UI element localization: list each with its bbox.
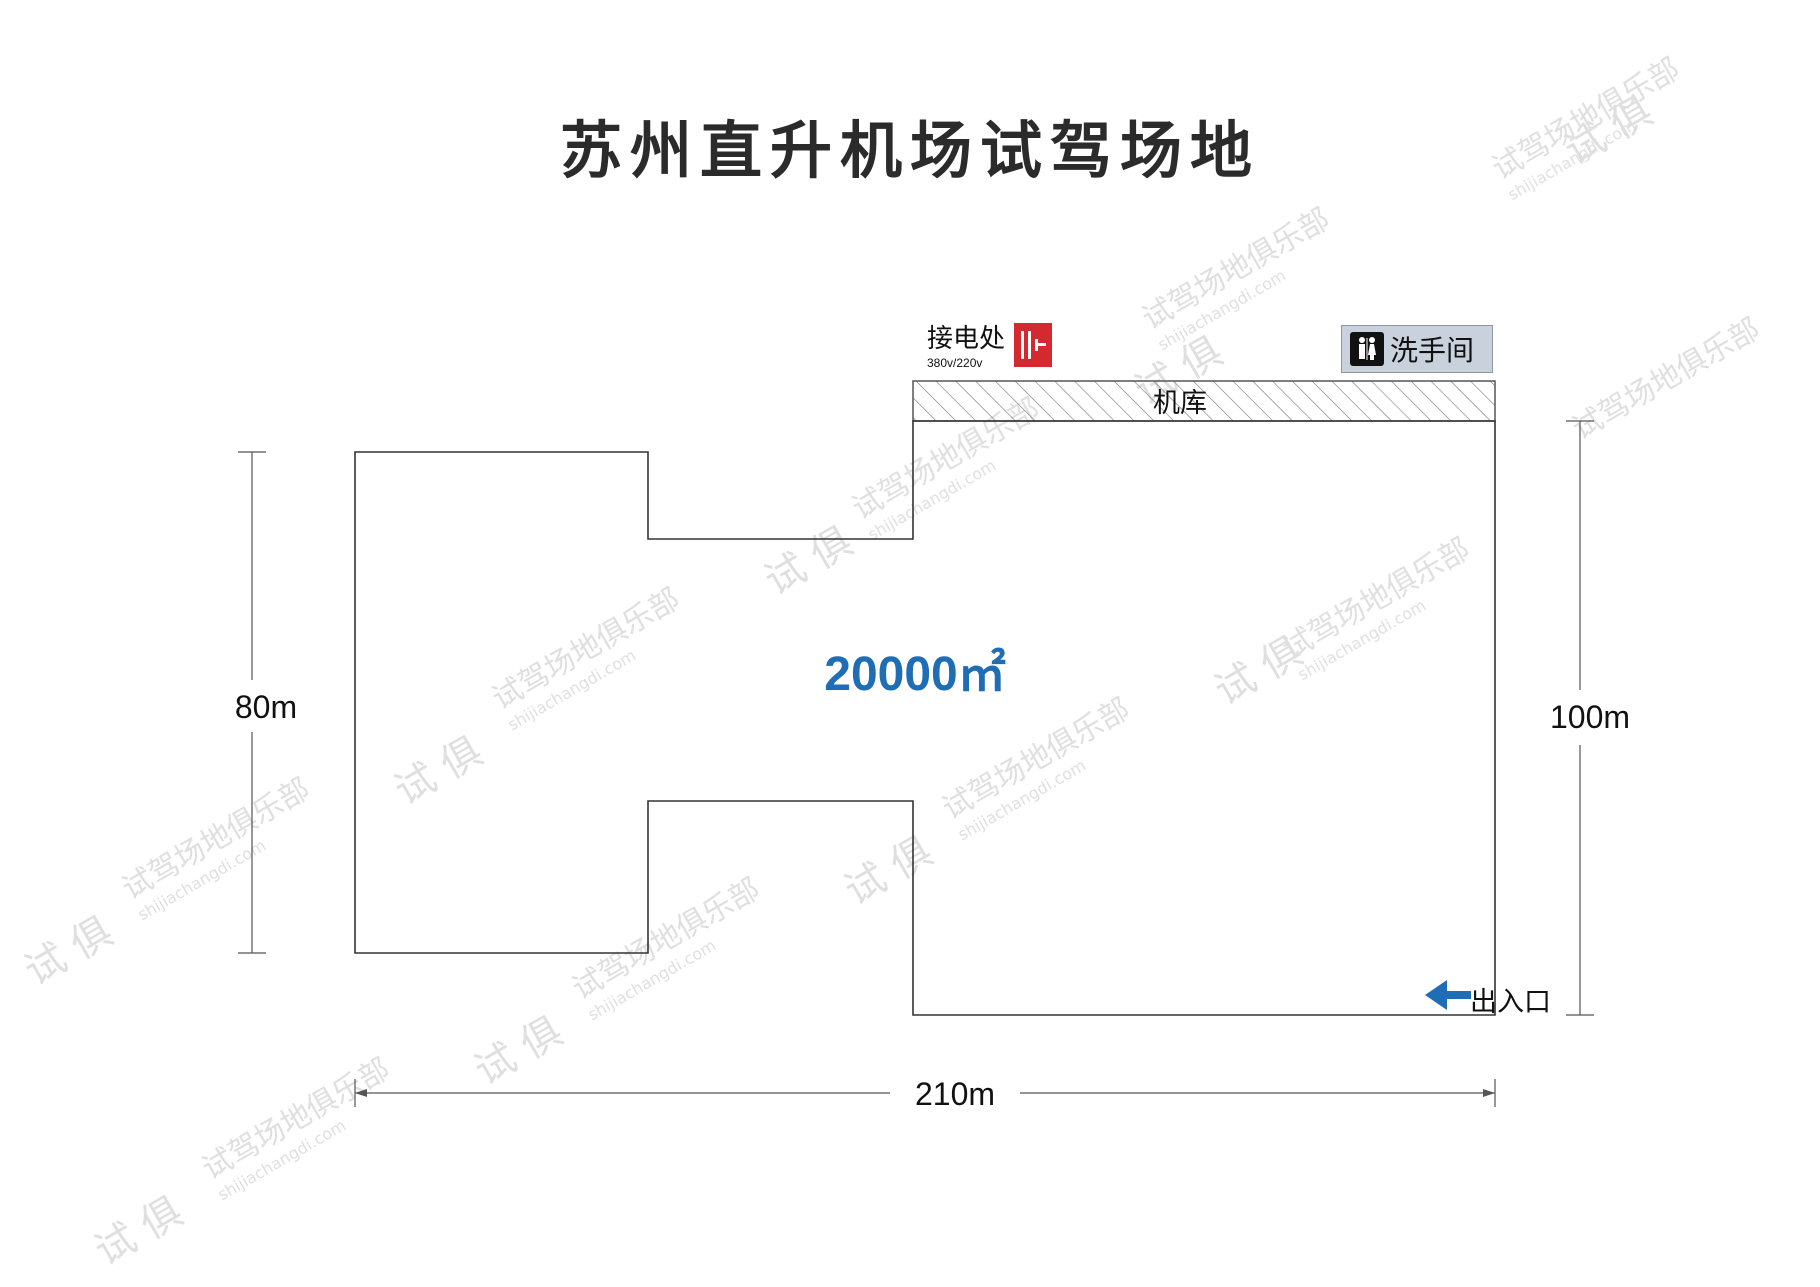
bottom-dimension: 210m bbox=[354, 1076, 1496, 1112]
watermark-logo: 试 俱 bbox=[467, 1008, 570, 1094]
bottom-dimension-label: 210m bbox=[915, 1076, 995, 1112]
hangar-strip bbox=[912, 380, 1496, 422]
watermark-brand: 试驾场地俱乐部 bbox=[487, 582, 686, 717]
exit-label: 出入口 bbox=[1470, 987, 1551, 1018]
restroom-label: 洗手间 bbox=[1390, 334, 1475, 367]
right-dimension: 100m bbox=[1550, 420, 1630, 1016]
watermark-brand: 试驾场地俱乐部 bbox=[197, 1052, 396, 1187]
watermark-logo: 试 俱 bbox=[757, 518, 860, 604]
hangar-label: 机库 bbox=[1153, 388, 1207, 419]
watermark-brand: 试驾场地俱乐部 bbox=[1277, 532, 1476, 667]
restroom-icon bbox=[1350, 332, 1384, 366]
power-point-spec: 380v/220v bbox=[927, 356, 983, 370]
left-dimension: 80m bbox=[235, 451, 297, 954]
arrow-left-icon bbox=[1425, 980, 1471, 1010]
venue-outline bbox=[354, 420, 1496, 1016]
area-label: 20000㎡ bbox=[824, 647, 1005, 701]
watermark-brand: 试驾场地俱乐部 bbox=[1137, 202, 1336, 337]
page-title: 苏州直升机场试驾场地 bbox=[559, 114, 1260, 187]
left-dimension-label: 80m bbox=[235, 689, 297, 725]
right-dimension-label: 100m bbox=[1550, 699, 1630, 735]
watermark-logo: 试 俱 bbox=[837, 828, 940, 914]
power-plug-icon bbox=[1014, 323, 1052, 367]
watermark-brand: 试驾场地俱乐部 bbox=[937, 692, 1136, 827]
watermark-logo: 试 俱 bbox=[387, 728, 490, 814]
watermark-logo: 试 俱 bbox=[17, 908, 120, 994]
watermark-brand: 试驾场地俱乐部 bbox=[1567, 312, 1766, 447]
watermark-logo: 试 俱 bbox=[87, 1188, 190, 1274]
watermark-brand: 试驾场地俱乐部 bbox=[117, 772, 316, 907]
power-point-label: 接电处 bbox=[927, 324, 1006, 354]
watermark-brand: 试驾场地俱乐部 bbox=[567, 872, 766, 1007]
restroom-sign: 洗手间 bbox=[1341, 325, 1493, 373]
